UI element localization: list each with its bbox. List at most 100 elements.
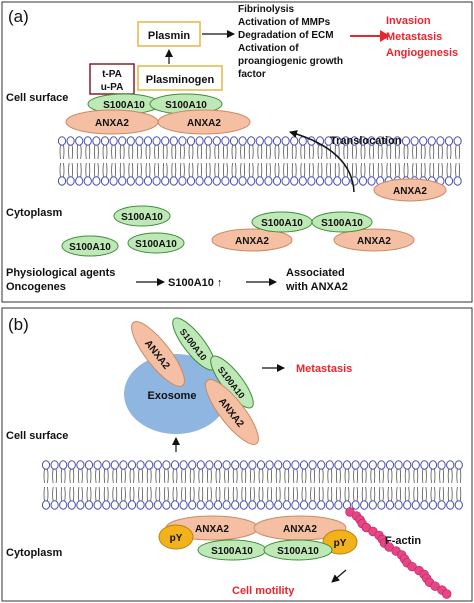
lipid-head bbox=[410, 136, 419, 146]
anxa2-complex-left-label: ANXA2 bbox=[235, 236, 269, 247]
lipid-tail bbox=[72, 486, 75, 502]
lipid-head bbox=[239, 460, 248, 470]
cell-motility-label: Cell motility bbox=[232, 585, 295, 597]
lipid-tail bbox=[198, 468, 200, 484]
lipid-head bbox=[307, 176, 316, 186]
lipid-tail bbox=[115, 468, 118, 484]
lipid-tail bbox=[438, 162, 440, 178]
lipid-tail bbox=[441, 162, 443, 178]
lipid-head bbox=[102, 460, 111, 470]
lipid-tail bbox=[395, 144, 397, 160]
lipid-head bbox=[100, 136, 110, 146]
lipid-tail bbox=[408, 486, 410, 502]
lipid-tail bbox=[442, 468, 444, 484]
lipid-tail bbox=[415, 144, 417, 160]
lipid-head bbox=[161, 176, 170, 186]
s100a10-surface-right-label: S100A10 bbox=[165, 100, 207, 111]
lipid-head bbox=[308, 500, 317, 510]
lipid-tail bbox=[86, 468, 88, 484]
lipid-tail bbox=[103, 468, 106, 484]
lipid-tail bbox=[441, 144, 443, 160]
lipid-tail bbox=[365, 486, 367, 502]
lipid-head bbox=[186, 176, 196, 186]
lipid-tail bbox=[434, 468, 436, 484]
lipid-tail bbox=[115, 486, 118, 502]
lipid-head bbox=[119, 500, 128, 510]
lipid-head bbox=[420, 460, 429, 470]
lipid-tail bbox=[270, 486, 272, 502]
effect-3: Degradation of ECM bbox=[238, 30, 334, 41]
lipid-tail bbox=[364, 162, 366, 178]
anxa2-complex-left bbox=[211, 228, 293, 252]
membrane-bilayer-b bbox=[41, 460, 463, 510]
lipid-tail bbox=[326, 144, 328, 160]
lipid-tail bbox=[317, 144, 319, 160]
lipid-head bbox=[428, 460, 438, 470]
lipid-tail bbox=[434, 486, 436, 502]
lipid-tail bbox=[154, 162, 156, 178]
lipid-tail bbox=[459, 468, 462, 484]
lipid-head bbox=[188, 460, 197, 470]
lipid-tail bbox=[88, 162, 91, 178]
lipid-head bbox=[50, 460, 59, 470]
lipid-tail bbox=[47, 468, 49, 484]
lipid-tail bbox=[322, 486, 324, 502]
lipid-head bbox=[325, 500, 334, 510]
panel-b-frame bbox=[1, 307, 473, 602]
lipid-tail bbox=[47, 486, 49, 502]
lipid-tail bbox=[408, 468, 410, 484]
lipid-tail bbox=[205, 144, 208, 160]
lipid-tail bbox=[275, 486, 278, 502]
lipid-tail bbox=[296, 486, 298, 502]
lipid-head bbox=[229, 176, 239, 186]
lipid-tail bbox=[429, 162, 431, 178]
lipid-tail bbox=[59, 162, 61, 178]
lipid-tail bbox=[150, 468, 152, 484]
lipid-tail bbox=[236, 468, 238, 484]
lipid-head bbox=[59, 500, 68, 510]
lipid-tail bbox=[360, 144, 362, 160]
lipid-tail bbox=[167, 468, 169, 484]
lipid-head bbox=[437, 500, 446, 510]
cytoplasm-label-a: Cytoplasm bbox=[6, 207, 62, 219]
s100a10-free-2-label: S100A10 bbox=[69, 242, 111, 253]
cytoplasm-label-b: Cytoplasm bbox=[6, 547, 62, 559]
lipid-tail bbox=[88, 144, 91, 160]
lipid-head bbox=[367, 176, 376, 186]
lipid-tail bbox=[141, 486, 143, 502]
lipid-head bbox=[351, 460, 360, 470]
lipid-head bbox=[360, 500, 369, 510]
lipid-tail bbox=[361, 486, 364, 502]
lipid-head bbox=[411, 500, 420, 510]
lipid-tail bbox=[189, 468, 192, 484]
lipid-tail bbox=[201, 486, 204, 502]
lipid-tail bbox=[166, 162, 168, 178]
lipid-tail bbox=[68, 162, 70, 178]
lipid-head bbox=[453, 176, 462, 186]
lipid-tail bbox=[356, 468, 358, 484]
lipid-tail bbox=[329, 162, 331, 178]
lipid-head bbox=[153, 500, 162, 510]
lipid-tail bbox=[450, 144, 452, 160]
lipid-tail bbox=[429, 144, 431, 160]
lipid-tail bbox=[372, 162, 374, 178]
lipid-tail bbox=[226, 162, 228, 178]
lipid-tail bbox=[78, 468, 80, 484]
lipid-head bbox=[212, 176, 221, 186]
lipid-head bbox=[255, 136, 264, 146]
lipid-head bbox=[247, 176, 256, 186]
lipid-tail bbox=[69, 468, 71, 484]
lipid-head bbox=[446, 460, 455, 470]
lipid-tail bbox=[181, 486, 183, 502]
lipid-head bbox=[351, 500, 360, 510]
lipid-tail bbox=[260, 162, 263, 178]
lipid-tail bbox=[396, 486, 398, 502]
lipid-head bbox=[41, 460, 51, 470]
lipid-head bbox=[265, 460, 274, 470]
lipid-tail bbox=[291, 162, 294, 178]
lipid-head bbox=[196, 500, 205, 510]
lipid-tail bbox=[257, 144, 259, 160]
s100a10-b-right-label: S100A10 bbox=[277, 546, 319, 557]
lipid-tail bbox=[244, 486, 247, 502]
lipid-tail bbox=[381, 144, 383, 160]
